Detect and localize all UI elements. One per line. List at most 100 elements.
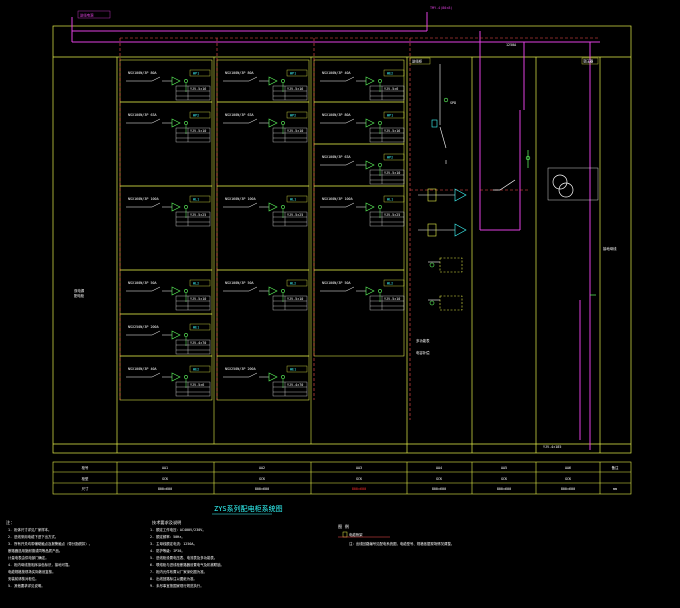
feeder-cable: YJV-5×10 [384,171,400,175]
note-line: 5. 进线柜设置电压表、电流表及多功能表。 [150,555,217,560]
note-line: 9. 未尽事宜按国家现行规范执行。 [150,583,204,588]
feeder-cable: YJV-5×10 [384,297,400,301]
table-cell: GCK [162,477,169,481]
note-line: 7. 柜内元件布置以厂家深化图为准。 [150,569,207,574]
main-breaker-rating: 1250A [506,43,516,47]
feeder-name: WP1 [193,72,199,76]
drawing-title: ZYS系列配电柜系统图 [214,504,283,513]
note-line: 3. 所有开关均带辅助触点及报警触点（带分励脱扣）。 [8,541,92,546]
table-header-cell: 柜号 [82,465,89,470]
meter-label: 多功能表 [416,338,430,343]
feeder-name: WL2 [290,282,296,286]
table-header-cell: AA1 [162,466,168,470]
feeder-breaker-label: NSX100N/3P 40A [322,71,351,75]
table-cell: 800×600 [497,487,511,491]
table-cell: GCK [356,477,363,481]
feeder-breaker-label: NSX100N/3P 63A [225,113,254,117]
table-header-cell: AA5 [501,466,507,470]
note-line: 电缆规格按现场实际敷设复核。 [8,569,55,574]
note-line: 4. 防护等级：IP30。 [150,548,185,553]
feeder-name: WE2 [387,72,393,76]
feeder-breaker-label: NSX100N/3P 80A [225,71,254,75]
table-cell: GCK [436,477,443,481]
feeder-breaker-label: NSX100N/3P 40A [128,367,157,371]
feeder-name: WE1 [193,326,199,330]
feeder-cable: YJV-5×10 [190,297,206,301]
legend: 图 例 电缆桥架 注：出线回路编号见配电系统图，电缆型号、规格依据现场情况调整。 [338,523,454,546]
note-line: 6. 联络柜与进线柜断路器设置电气及机械联锁。 [150,562,224,567]
table-cell: 800×600 [255,487,269,491]
feeder-breaker-label: NSX100N/3P 50A [128,281,157,285]
note-line: 5. 其他要求详见说明。 [8,583,45,588]
bottom-bus-label: YJV-4×185 [543,445,561,449]
incoming-equipment [418,64,467,311]
note-line: 4. 柜内母线按相序涂色标识，接地可靠。 [8,562,72,567]
feeder-name: WL2 [387,282,393,286]
feeder-breaker-label: NSX100N/3P 80A [128,71,157,75]
main-frame [52,25,632,454]
feeder-breaker-label: NSX100N/3P 50A [225,281,254,285]
top-band-tags: 进线柜 变压器 1250A [409,43,599,65]
notes-column-1: 1. 柜体尺寸详见厂家样本。2. 进线采用电缆下进下出方式。3. 所有开关均带辅… [8,527,92,588]
incoming-supply-label: 进线电源 TMY-4(80×8) [77,6,452,19]
table-cell: 800×600 [352,487,366,491]
panel-schedule-table [52,461,632,495]
feeder-cable: YJV-5×16 [287,87,303,91]
table-header-cell: AA3 [356,466,362,470]
legend-note: 注：出线回路编号见配电系统图，电缆型号、规格依据现场情况调整。 [349,541,454,546]
table-header-cell: 备注 [612,465,619,470]
note-line: 1. 柜体尺寸详见厂家样本。 [8,527,51,532]
panel-boundary-dashed [119,37,600,420]
feeder-cable: YJV-5×16 [384,129,400,133]
feeder-cell-grid [119,59,405,401]
table-cell: GCK [501,477,508,481]
legend-item: 电缆桥架 [349,532,363,537]
feeder-name: WP1 [387,114,393,118]
surge-label: SPD [450,101,456,105]
left-side-label: 双电源配电柜 [74,288,85,298]
transformer-tag: 变压器 [583,59,594,64]
feeder-breaker-label: NSX100N/3P 80A [322,113,351,117]
feeder-breaker-label: NSX100N/3P 63A [322,155,351,159]
table-cell: GCK [565,477,572,481]
feeder-breaker-label: NSX100N/3P 50A [322,281,351,285]
feeder-breaker-label: NSX100N/3P 63A [128,113,157,117]
incoming-panel-tag: 进线柜 [412,59,423,64]
table-header-cell: AA6 [565,466,571,470]
note-line: 8. 出线回路标注以图纸为准。 [150,576,197,581]
feeder-cable: YJV-5×6 [190,383,204,387]
capacitor-label: 电容补偿 [416,350,430,355]
feeder-name: WP2 [193,114,199,118]
feeder-name: WL1 [193,198,199,202]
main-busbar [71,12,600,450]
feeder-column-dividers [213,57,312,444]
note-line: 计量电表由供电部门确定。 [8,555,49,560]
table-cell: 800×600 [432,487,446,491]
legend-heading: 图 例 [338,523,349,530]
feeder-cable: YJV-5×10 [190,129,206,133]
table-header-cell: AA2 [259,466,265,470]
feeder-name: WP2 [290,114,296,118]
feeder-cable: YJV-4×70 [190,341,206,345]
table-cell: 800×600 [158,487,172,491]
notes-heading: 注： [6,519,14,526]
feeder-breaker-label: NSX160N/3P 100A [128,197,159,201]
feeder-breaker-label: NSX160N/3P 100A [225,197,256,201]
feeder-breaker-label: NSX250N/3P 200A [128,325,159,329]
feeder-cable: YJV-5×25 [384,213,400,217]
notes-col2-heading: 技术要求及说明 [152,519,181,526]
